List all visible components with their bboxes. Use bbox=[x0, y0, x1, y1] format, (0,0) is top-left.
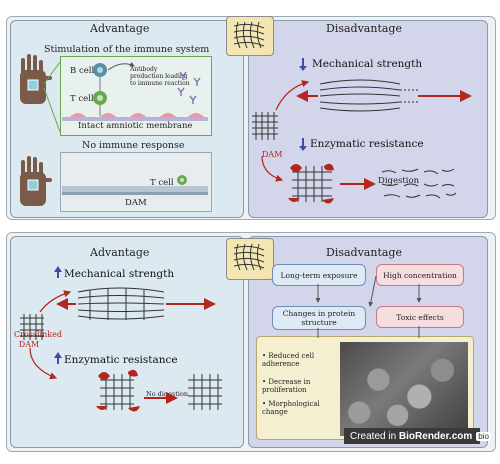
top-disadvantage-title: Disadvantage bbox=[326, 22, 402, 35]
protein-change-box: Changes in protein structure bbox=[272, 306, 366, 330]
no-immune-inset bbox=[60, 152, 212, 212]
long-term-box: Long-term exposure bbox=[272, 264, 366, 286]
intact-mesh-bottom bbox=[188, 374, 222, 410]
dam-label-top-left: DAM bbox=[125, 198, 147, 208]
stretched-fibers-top bbox=[319, 79, 401, 112]
biorender-watermark[interactable]: Created in BioRender.com bio bbox=[344, 428, 491, 444]
bottom-mechanical-strength: Mechanical strength bbox=[64, 268, 175, 280]
bullet-2: • Decrease in proliferation bbox=[262, 378, 311, 394]
enzyme-icons-top bbox=[288, 163, 334, 204]
t-cell-2-label: T cell bbox=[150, 178, 174, 188]
bottom-advantage-title: Advantage bbox=[90, 246, 150, 259]
enzyme-mesh-bottom bbox=[100, 374, 134, 410]
top-enzymatic-resistance: Enzymatic resistance bbox=[310, 138, 424, 150]
digested-fibers-top bbox=[381, 168, 457, 199]
toxic-effects-box: Toxic effects bbox=[376, 306, 464, 328]
b-cell-label: B cell bbox=[70, 66, 95, 76]
top-advantage-title: Advantage bbox=[90, 22, 150, 35]
bottom-disadvantage-title: Disadvantage bbox=[326, 246, 402, 259]
dam-mesh-top bbox=[252, 112, 278, 140]
bottom-enzymatic-resistance: Enzymatic resistance bbox=[64, 354, 178, 366]
stretched-fibers-bottom bbox=[77, 287, 165, 320]
enzyme-mesh-top bbox=[292, 166, 332, 202]
sem-micrograph bbox=[340, 342, 468, 436]
crosslinked-mesh bbox=[20, 314, 44, 340]
t-cell-label: T cell bbox=[70, 94, 94, 104]
mesh-icon-top-lines bbox=[233, 21, 265, 49]
bullet-1: • Reduced cell adherence bbox=[262, 352, 315, 368]
no-immune-title: No immune response bbox=[82, 140, 185, 151]
crosslinked-dam-label: Crosslinked DAM bbox=[14, 330, 62, 349]
top-mechanical-strength: Mechanical strength bbox=[312, 58, 423, 70]
watermark-badge: bio bbox=[476, 431, 491, 441]
digestion-label: Digestion bbox=[378, 176, 420, 186]
top-dam-label: DAM bbox=[262, 150, 283, 159]
bullet-3: • Morphological change bbox=[262, 400, 320, 416]
antibody-icons bbox=[177, 71, 201, 104]
enzyme-icons-bottom bbox=[96, 369, 140, 412]
antibody-note: Antibody production leading to immune re… bbox=[130, 66, 190, 87]
mesh-icon-top bbox=[226, 16, 274, 56]
intact-membrane-label: Intact amniotic membrane bbox=[78, 121, 193, 131]
watermark-text: Created in bbox=[350, 430, 399, 442]
bottom-advantage-panel bbox=[10, 236, 244, 448]
watermark-brand-text: BioRender.com bbox=[398, 430, 473, 442]
mesh-icon-bottom-lines bbox=[233, 243, 265, 271]
immune-inset bbox=[60, 56, 212, 136]
high-concentration-box: High concentration bbox=[376, 264, 464, 286]
stimulation-title: Stimulation of the immune system bbox=[44, 44, 210, 55]
